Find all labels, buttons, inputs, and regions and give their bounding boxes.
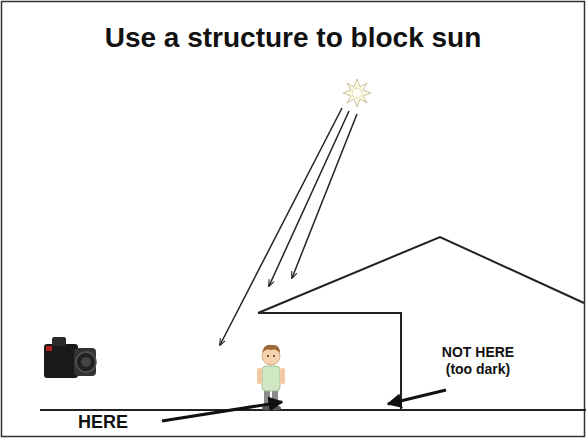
ground-line <box>40 409 586 411</box>
pointer-arrow <box>162 402 282 421</box>
pointer-arrow <box>388 390 446 404</box>
callout-label: HERE <box>78 412 158 434</box>
person-figure <box>257 345 285 411</box>
camera-icon <box>44 337 96 378</box>
sun-ray <box>220 108 357 345</box>
sun-icon <box>343 79 371 107</box>
slide-title: Use a structure to block sun <box>0 22 586 54</box>
house-structure <box>258 237 584 410</box>
callout-label: NOT HERE (too dark) <box>430 344 526 378</box>
